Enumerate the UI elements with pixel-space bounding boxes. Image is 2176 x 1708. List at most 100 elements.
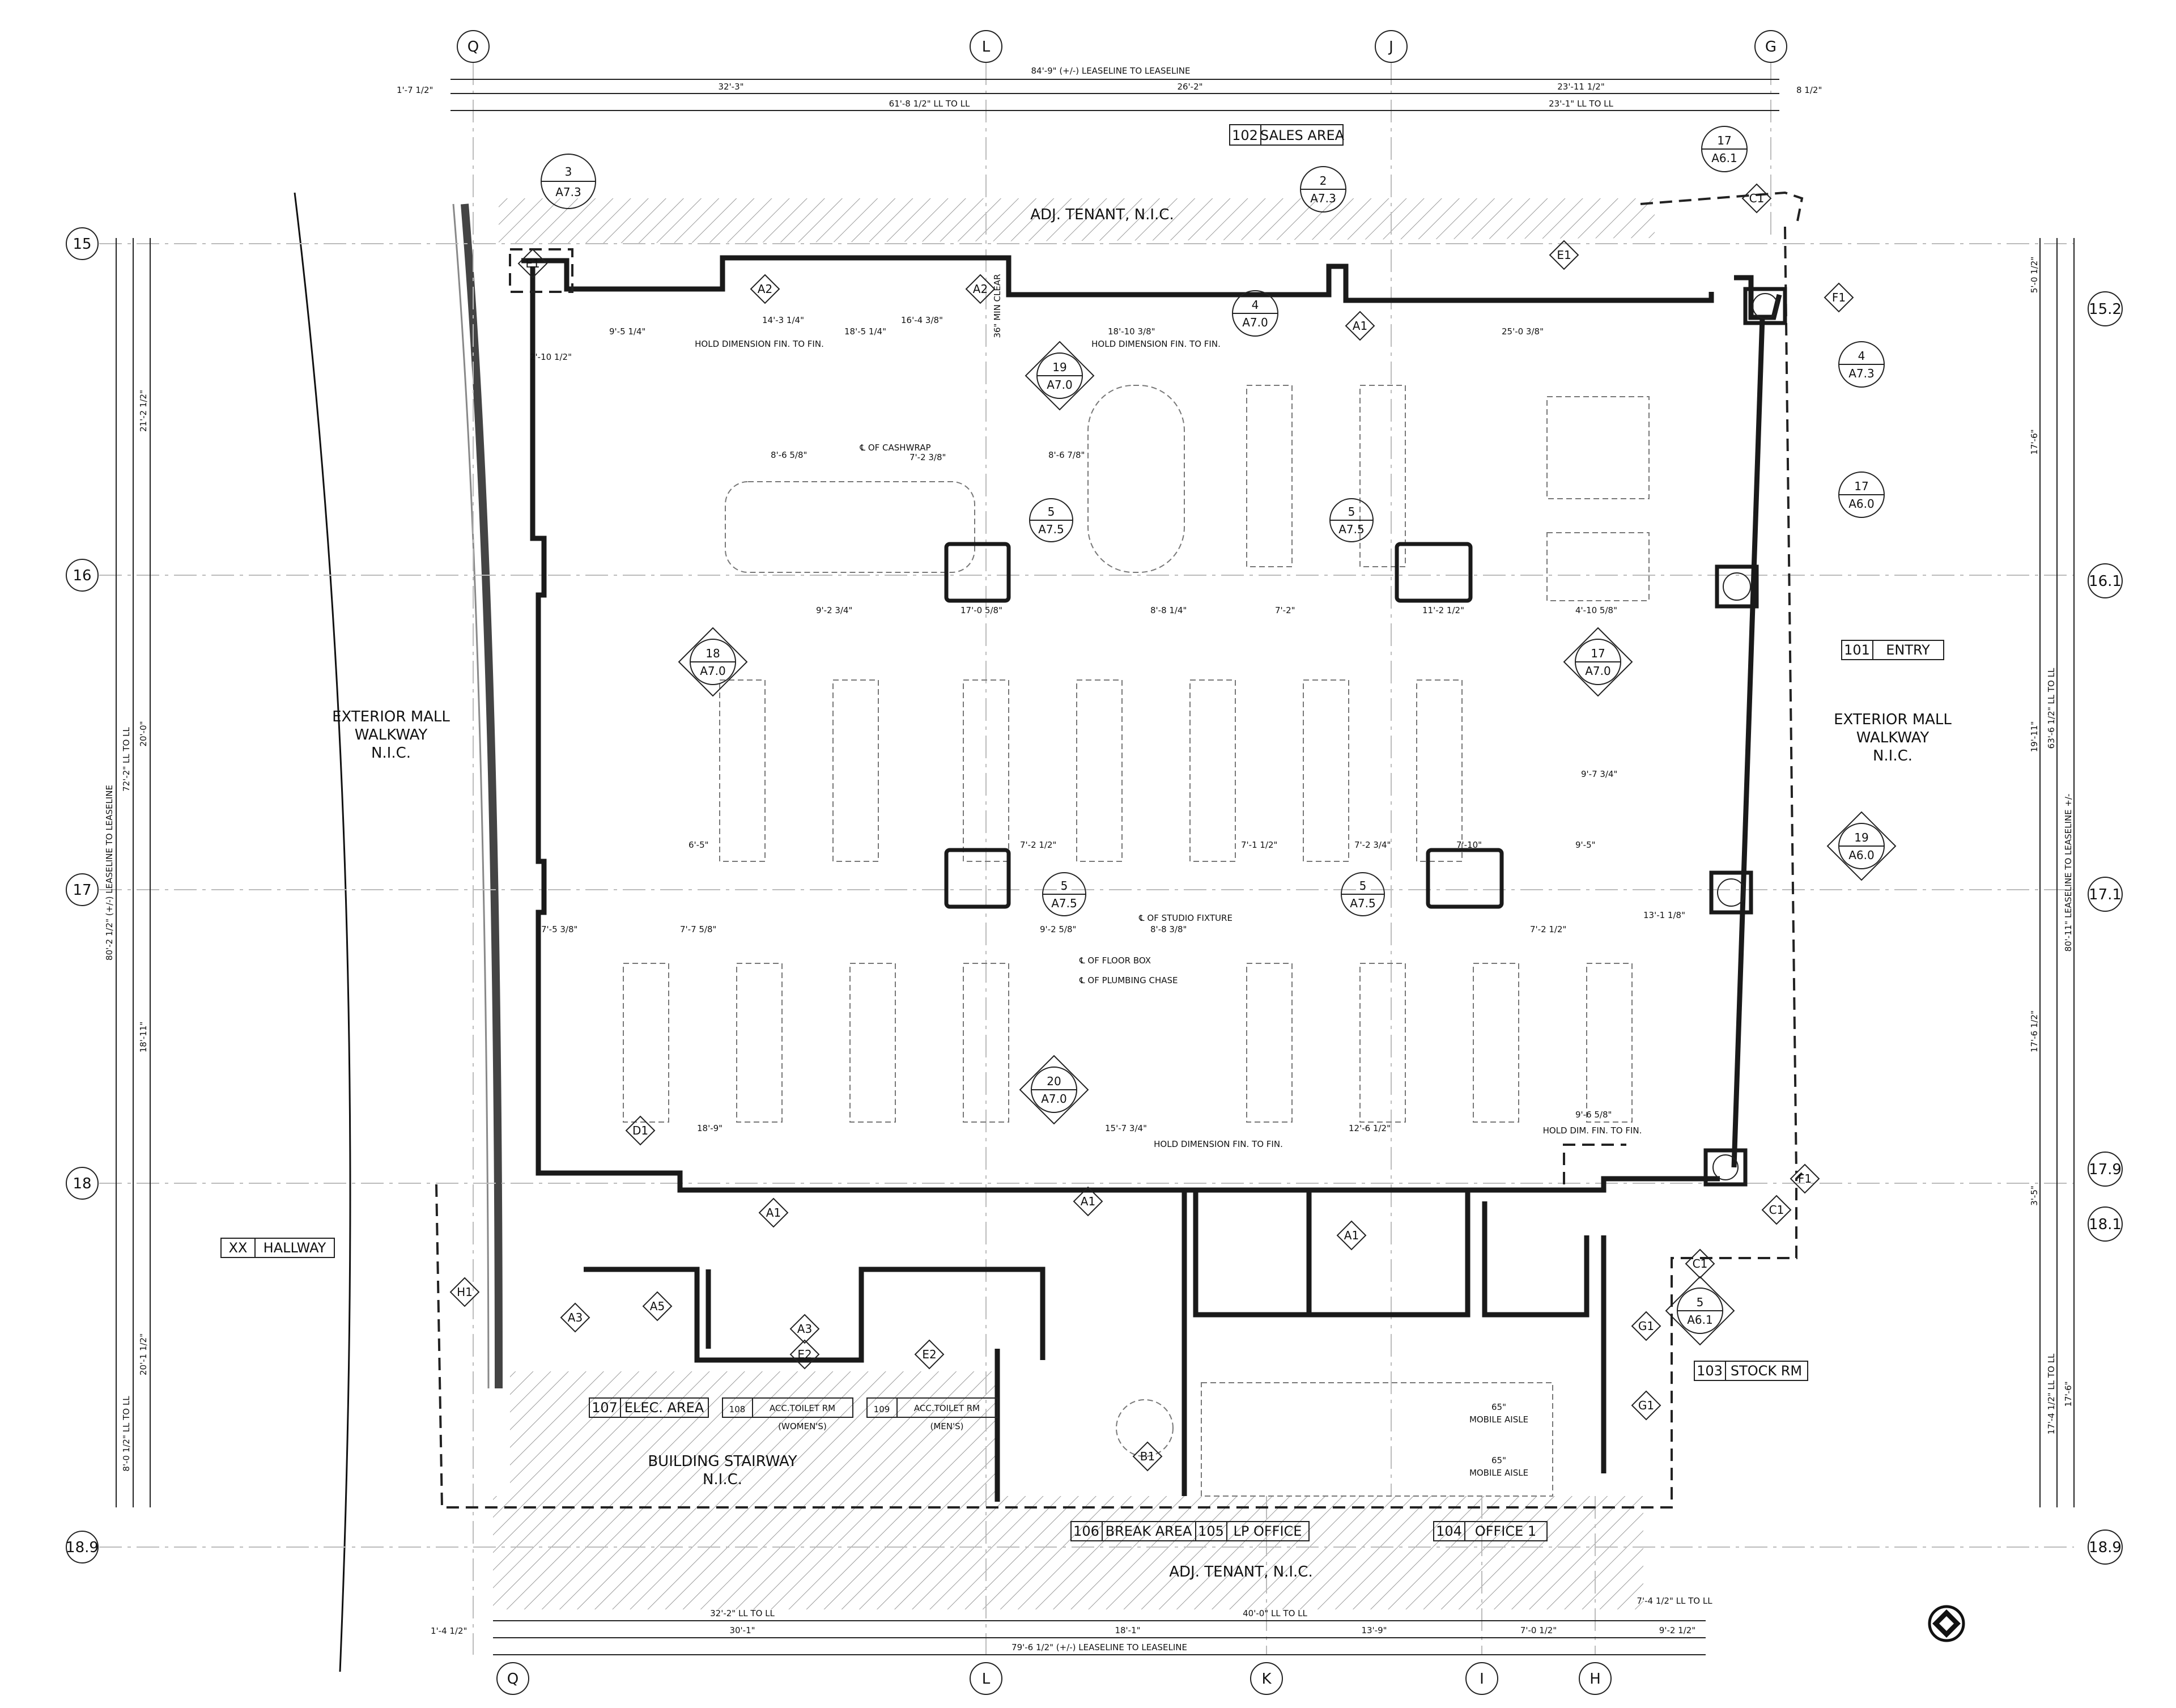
svg-text:109: 109: [874, 1404, 890, 1414]
room-tag-stock: 103 STOCK RM: [1694, 1361, 1808, 1381]
room-tag-sales: 102 SALES AREA: [1229, 124, 1345, 146]
svg-text:A2: A2: [758, 282, 772, 296]
svg-text:5: 5: [1697, 1295, 1704, 1309]
svg-text:(WOMEN'S): (WOMEN'S): [778, 1421, 827, 1431]
svg-text:L: L: [982, 1671, 991, 1688]
svg-text:A7.3: A7.3: [555, 185, 581, 199]
svg-text:H: H: [1590, 1671, 1601, 1688]
wall-tag-d1: D1: [625, 1115, 656, 1146]
right-seg-3: 19'-11": [2029, 721, 2039, 753]
floor-box-label: ℄ OF FLOOR BOX: [1079, 955, 1151, 966]
svg-text:17.9: 17.9: [2089, 1161, 2122, 1178]
room-tag-office: 104 OFFICE 1: [1433, 1521, 1548, 1541]
right-seg-2: 17'-6": [2029, 429, 2039, 454]
svg-text:C1: C1: [1769, 1203, 1784, 1217]
svg-text:A7.0: A7.0: [700, 664, 726, 678]
wall-tag-f1-a: F1: [1824, 282, 1854, 313]
left-seg-3: 18'-11": [138, 1022, 148, 1053]
left-ll-a: 72'-2" LL TO LL: [121, 726, 131, 791]
svg-text:2: 2: [1320, 174, 1327, 188]
bottom-ll-b: 40'-0" LL TO LL: [1243, 1608, 1307, 1618]
svg-text:XX: XX: [229, 1240, 248, 1256]
grid-bubble-right-18-1: 18.1: [2088, 1206, 2123, 1242]
svg-text:A7.0: A7.0: [1242, 316, 1268, 329]
svg-text:C1: C1: [1693, 1257, 1708, 1271]
interior-dim-28: 7'-2 1/2": [1020, 840, 1056, 850]
right-seg-6: 17'-6": [2063, 1381, 2073, 1407]
grid-bubble-bottom-i: I: [1465, 1662, 1498, 1695]
svg-text:103: 103: [1697, 1363, 1723, 1379]
section-tag-20-a7-0: 20 A7.0: [1019, 1055, 1089, 1125]
svg-text:18.9: 18.9: [2089, 1539, 2122, 1556]
wall-tag-e1-b: E1: [1549, 240, 1579, 270]
interior-dim-21: 13'-1 1/8": [1643, 910, 1685, 920]
ext-right-line-1: EXTERIOR MALL: [1834, 711, 1952, 728]
svg-text:F1: F1: [1798, 1172, 1812, 1186]
svg-text:108: 108: [729, 1404, 746, 1414]
bottom-left-offset: 1'-4 1/2": [431, 1626, 467, 1636]
north-arrow-icon: [1928, 1605, 1965, 1642]
section-tag-18-a7-0: 18 A7.0: [678, 627, 748, 697]
grid-bubble-bottom-k: K: [1250, 1662, 1283, 1695]
hold-dim-3: HOLD DIMENSION FIN. TO FIN.: [1154, 1139, 1283, 1149]
right-seg-5: 3'-5": [2029, 1186, 2039, 1206]
svg-text:A5: A5: [650, 1299, 665, 1313]
hold-dim-1: HOLD DIMENSION FIN. TO FIN.: [695, 339, 824, 349]
svg-text:17.1: 17.1: [2089, 886, 2122, 903]
aisle-2-width: 65": [1491, 1455, 1506, 1465]
wall-tag-a5: A5: [642, 1291, 673, 1322]
interior-dim-8: 7'-2 3/8": [910, 452, 946, 462]
wall-tag-a1-a: A1: [1345, 311, 1375, 341]
aisle-1-label: MOBILE AISLE: [1469, 1414, 1528, 1425]
svg-text:A1: A1: [1081, 1195, 1095, 1208]
svg-text:E2: E2: [797, 1348, 811, 1361]
bottom-ll-a: 32'-2" LL TO LL: [710, 1608, 775, 1618]
section-tag-5-a6-1: 5 A6.1: [1665, 1276, 1735, 1346]
top-dimension-strings: 84'-9" (+/-) LEASELINE TO LEASELINE 1'-7…: [397, 66, 1822, 111]
adj-tenant-top: ADJ. TENANT, N.I.C.: [1030, 206, 1174, 223]
wall-tag-a1-b: A1: [758, 1197, 789, 1228]
room-tag-elec: 107 ELEC. AREA: [589, 1397, 709, 1418]
wall-tag-b1: B1: [1132, 1441, 1163, 1472]
svg-text:17: 17: [1854, 479, 1868, 493]
wall-tag-g1-a: G1: [1631, 1311, 1661, 1341]
svg-text:F1: F1: [1832, 291, 1846, 304]
plumbing-label: ℄ OF PLUMBING CHASE: [1079, 975, 1178, 985]
wall-tag-e2-a: E2: [789, 1339, 820, 1370]
interior-dim-26: 9'-7 3/4": [1581, 769, 1617, 779]
interior-dim-20: 7'-2 1/2": [1530, 924, 1566, 934]
wall-tag-a3-a: A3: [560, 1302, 590, 1333]
section-tag-3-a7-3: 3 A7.3: [541, 154, 596, 209]
ext-left-line-2: WALKWAY: [355, 726, 428, 743]
svg-text:15: 15: [73, 236, 91, 253]
svg-text:A1: A1: [1344, 1229, 1359, 1242]
wall-tag-h1: H1: [449, 1277, 480, 1307]
interior-dim-27: 6'-5": [688, 840, 709, 850]
svg-text:16.1: 16.1: [2089, 573, 2122, 590]
area-labels: ADJ. TENANT, N.I.C. ADJ. TENANT, N.I.C. …: [332, 206, 1952, 1580]
svg-text:107: 107: [592, 1400, 618, 1416]
wall-tag-c1-a: C1: [1741, 183, 1772, 214]
svg-text:101: 101: [1844, 642, 1870, 658]
wall-tag-g1-b: G1: [1631, 1390, 1661, 1421]
bottom-seg-5: 9'-2 1/2": [1659, 1625, 1695, 1635]
wall-tag-a2-a: A2: [750, 274, 780, 304]
section-tag-5-a7-5-d: 5 A7.5: [1341, 872, 1385, 916]
room-tag-toilet-women: 108 ACC.TOILET RM (WOMEN'S): [722, 1397, 853, 1431]
min-clear-label: 36" MIN CLEAR: [992, 274, 1002, 338]
room-tag-toilet-men: 109 ACC.TOILET RM (MEN'S): [866, 1397, 998, 1431]
svg-text:A3: A3: [568, 1311, 583, 1324]
section-tag-17-a6-0: 17 A6.0: [1838, 471, 1885, 518]
svg-text:A7.0: A7.0: [1585, 664, 1611, 678]
interior-dim-29: 7'-1 1/2": [1241, 840, 1277, 850]
svg-text:BREAK AREA: BREAK AREA: [1106, 1523, 1192, 1539]
svg-text:A7.0: A7.0: [1041, 1092, 1067, 1106]
top-seg-3: 23'-11 1/2": [1557, 82, 1605, 92]
svg-text:105: 105: [1198, 1523, 1224, 1539]
interior-dim-18: 9'-2 5/8": [1040, 924, 1076, 934]
interior-dim-5: 18'-10 3/8": [1108, 326, 1155, 337]
bottom-seg-3: 13'-9": [1361, 1625, 1387, 1635]
wall-tag-a1-c: A1: [1073, 1186, 1103, 1217]
interior-dim-17: 7'-7 5/8": [680, 924, 716, 934]
svg-text:4: 4: [1252, 298, 1259, 312]
